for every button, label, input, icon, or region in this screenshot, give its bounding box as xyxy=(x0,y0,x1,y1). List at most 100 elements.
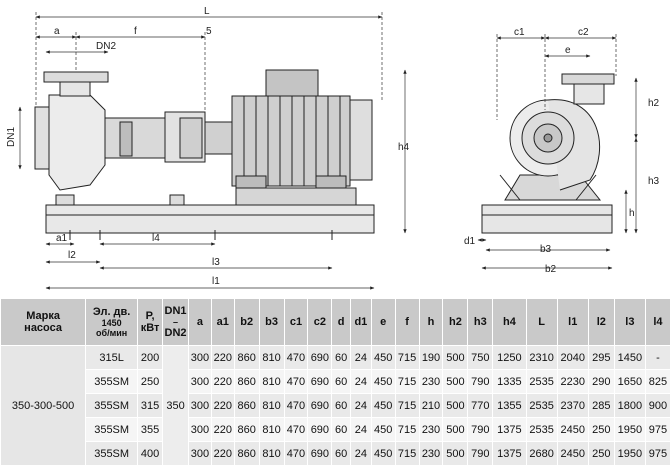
value-cell: 470 xyxy=(283,345,309,370)
value-cell: 230 xyxy=(418,369,444,394)
value-cell: 750 xyxy=(467,345,494,370)
value-cell: 2535 xyxy=(525,393,558,418)
value-cell: 790 xyxy=(467,441,494,466)
value-cell: 60 xyxy=(331,441,351,466)
value-cell: 860 xyxy=(233,369,260,394)
label-l2: l2 xyxy=(68,250,76,261)
value-cell: 500 xyxy=(442,441,469,466)
value-cell: 24 xyxy=(350,441,372,466)
dn-cell: 350 xyxy=(162,345,189,466)
value-cell: 60 xyxy=(331,417,351,442)
value-cell: 210 xyxy=(418,393,444,418)
header-col: d1 xyxy=(350,298,372,346)
value-cell: 715 xyxy=(394,417,420,442)
value-cell: 690 xyxy=(307,345,333,370)
header-col: l1 xyxy=(556,298,589,346)
header-col: e xyxy=(370,298,396,346)
motor-cell: 355SM xyxy=(85,417,139,442)
power-cell: 315 xyxy=(137,393,164,418)
value-cell: 860 xyxy=(233,417,260,442)
side-dimensions xyxy=(18,12,407,290)
value-cell: 500 xyxy=(442,345,469,370)
value-cell: 470 xyxy=(283,393,309,418)
value-cell: 220 xyxy=(210,417,235,442)
value-cell: 60 xyxy=(331,345,351,370)
value-cell: 470 xyxy=(283,441,309,466)
label-DN2: DN2 xyxy=(96,41,116,52)
pump-drawing: L a f DN2 5 DN1 h4 a1 l2 l4 l3 l1 xyxy=(6,6,660,290)
header-col: h xyxy=(418,298,444,346)
label-b3: b3 xyxy=(540,244,552,255)
label-d1: d1 xyxy=(464,236,476,247)
value-cell: 690 xyxy=(307,369,333,394)
value-cell: 790 xyxy=(467,417,494,442)
value-cell: 230 xyxy=(418,417,444,442)
value-cell: 860 xyxy=(233,345,260,370)
front-dimensions xyxy=(477,34,638,270)
value-cell: 810 xyxy=(258,441,285,466)
value-cell: 690 xyxy=(307,393,333,418)
header-col: c2 xyxy=(307,298,333,346)
value-cell: 715 xyxy=(394,345,420,370)
label-a: a xyxy=(54,26,60,37)
header-col: h3 xyxy=(467,298,494,346)
header-col: f xyxy=(394,298,420,346)
value-cell: 975 xyxy=(644,441,671,466)
value-cell: 290 xyxy=(587,369,615,394)
value-cell: 1450 xyxy=(613,345,646,370)
side-view xyxy=(34,69,375,240)
value-cell: 24 xyxy=(350,345,372,370)
header-col: l3 xyxy=(613,298,646,346)
value-cell: 770 xyxy=(467,393,494,418)
label-DN1: DN1 xyxy=(6,127,17,147)
label-c1: c1 xyxy=(514,27,525,38)
header-motor: Эл. дв. 1450 об/мин xyxy=(85,298,139,346)
value-cell: 975 xyxy=(644,417,671,442)
label-f: f xyxy=(134,26,137,37)
value-cell: 2680 xyxy=(525,441,558,466)
value-cell: 300 xyxy=(188,441,212,466)
value-cell: 2535 xyxy=(525,417,558,442)
value-cell: 60 xyxy=(331,393,351,418)
value-cell: 810 xyxy=(258,345,285,370)
motor-cell: 355SM xyxy=(85,441,139,466)
motor-cell: 355SM xyxy=(85,393,139,418)
front-labels: c1 c2 e h2 h3 h d1 b3 b2 xyxy=(464,27,660,275)
value-cell: 1355 xyxy=(492,393,527,418)
header-col: h4 xyxy=(492,298,527,346)
value-cell: 2230 xyxy=(556,369,589,394)
header-brand: Марка насоса xyxy=(0,298,87,346)
value-cell: 220 xyxy=(210,369,235,394)
header-col: h2 xyxy=(442,298,469,346)
value-cell: 24 xyxy=(350,369,372,394)
header-col: a1 xyxy=(210,298,235,346)
value-cell: 1375 xyxy=(492,417,527,442)
value-cell: 715 xyxy=(394,369,420,394)
value-cell: 500 xyxy=(442,393,469,418)
value-cell: 500 xyxy=(442,369,469,394)
value-cell: - xyxy=(644,345,671,370)
value-cell: 825 xyxy=(644,369,671,394)
value-cell: 2535 xyxy=(525,369,558,394)
value-cell: 190 xyxy=(418,345,444,370)
value-cell: 790 xyxy=(467,369,494,394)
value-cell: 715 xyxy=(394,441,420,466)
value-cell: 1800 xyxy=(613,393,646,418)
label-c2: c2 xyxy=(578,27,589,38)
value-cell: 470 xyxy=(283,369,309,394)
value-cell: 860 xyxy=(233,441,260,466)
value-cell: 2450 xyxy=(556,441,589,466)
power-cell: 250 xyxy=(137,369,164,394)
label-l3: l3 xyxy=(212,257,220,268)
value-cell: 860 xyxy=(233,393,260,418)
value-cell: 450 xyxy=(370,393,396,418)
header-col: b2 xyxy=(233,298,260,346)
value-cell: 690 xyxy=(307,417,333,442)
value-cell: 220 xyxy=(210,441,235,466)
power-cell: 200 xyxy=(137,345,164,370)
power-cell: 400 xyxy=(137,441,164,466)
value-cell: 810 xyxy=(258,369,285,394)
